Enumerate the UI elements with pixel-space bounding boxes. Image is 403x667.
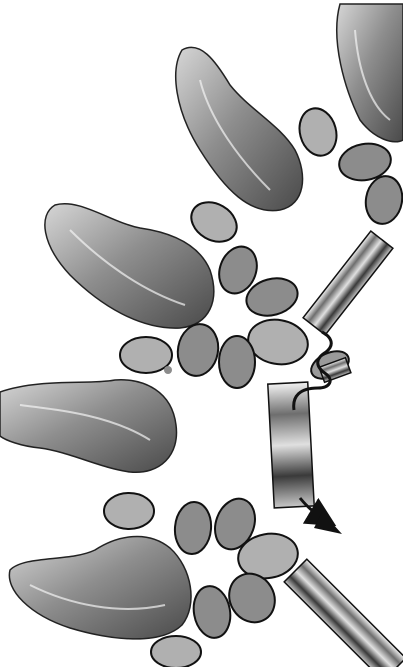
oval-cell: [104, 493, 154, 529]
rod: [284, 559, 403, 667]
cell-body: [176, 47, 303, 210]
oval-cell: [174, 321, 222, 379]
oval-cell: [362, 173, 403, 227]
cell-body: [0, 380, 177, 472]
oval-cell: [120, 337, 172, 373]
rod: [268, 382, 314, 508]
cell-body: [45, 204, 214, 328]
oval-cell: [190, 583, 234, 640]
oval-cell: [184, 194, 244, 249]
oval-cell: [173, 501, 213, 556]
oval-cell: [294, 104, 341, 160]
cell-body: [337, 4, 403, 142]
oval-cell: [219, 336, 255, 388]
oval-cell: [164, 366, 172, 374]
rod: [303, 231, 393, 335]
oval-cell: [151, 636, 201, 667]
